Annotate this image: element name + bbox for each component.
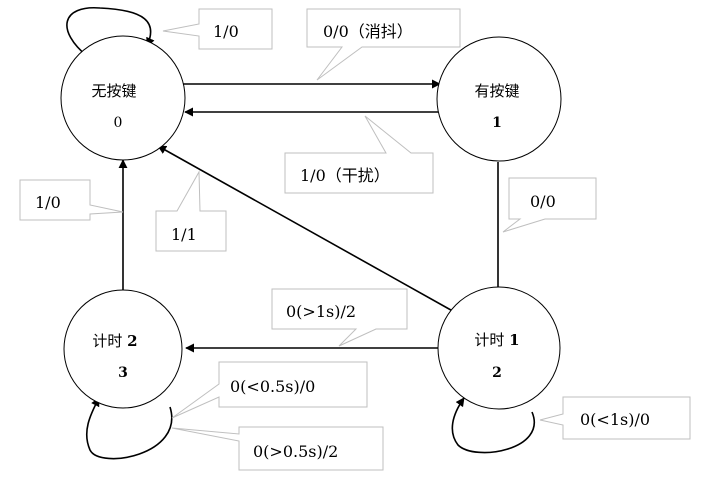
callout-t30: 1/0: [19, 179, 124, 221]
state-s3-name: 计时: [92, 332, 127, 350]
state-s0-name: 无按键: [91, 82, 136, 100]
state-s2-code: 2: [492, 365, 502, 381]
state-s2: 计时 1 2: [437, 286, 561, 410]
callout-t23: 0(>1s)/2: [271, 288, 408, 347]
state-s1: 有按键 1: [436, 36, 562, 162]
callout-t33b-text: 0(>0.5s)/2: [253, 442, 338, 461]
callout-t01-text: 0/0（消抖）: [323, 22, 413, 41]
callout-t10-text: 1/0（干扰）: [300, 166, 390, 185]
callout-t20-text: 1/1: [171, 225, 197, 244]
arrow-s2-to-s0: [157, 145, 459, 315]
callout-t23-text: 0(>1s)/2: [286, 302, 356, 321]
callout-t22: 0(<1s)/0: [539, 396, 691, 440]
self-loop-s2: [451, 397, 536, 454]
callout-t33a: 0(<0.5s)/0: [171, 361, 368, 419]
state-s0-code: 0: [114, 115, 123, 131]
state-s0: 无按键 0: [60, 35, 186, 161]
state-s3-label: 计时 2: [92, 332, 137, 350]
callout-t12: 0/0: [502, 177, 597, 233]
callout-t00-text: 1/0: [213, 22, 239, 41]
state-s1-code: 1: [492, 115, 502, 131]
state-s2-num: 1: [509, 331, 519, 349]
callout-t00: 1/0: [162, 8, 273, 50]
self-loop-s3: [85, 397, 173, 460]
state-s2-name: 计时: [474, 331, 509, 349]
callout-t22-text: 0(<1s)/0: [580, 410, 650, 429]
state-s1-name: 有按键: [474, 82, 519, 100]
state-s2-label: 计时 1: [474, 331, 519, 349]
state-s3-code: 3: [118, 365, 128, 381]
transition-arrows: [66, 7, 536, 460]
callout-t30-text: 1/0: [35, 193, 61, 212]
callout-t20: 1/1: [155, 170, 227, 252]
callout-t33a-text: 0(<0.5s)/0: [230, 377, 315, 396]
callout-t33b: 0(>0.5s)/2: [171, 426, 384, 471]
callout-t01: 0/0（消抖）: [306, 8, 461, 81]
callout-t10: 1/0（干扰）: [284, 115, 434, 194]
state-s3: 计时 2 3: [63, 289, 183, 409]
callout-t12-text: 0/0: [530, 192, 556, 211]
self-loop-s0: [66, 7, 155, 58]
state-s3-num: 2: [127, 332, 137, 350]
